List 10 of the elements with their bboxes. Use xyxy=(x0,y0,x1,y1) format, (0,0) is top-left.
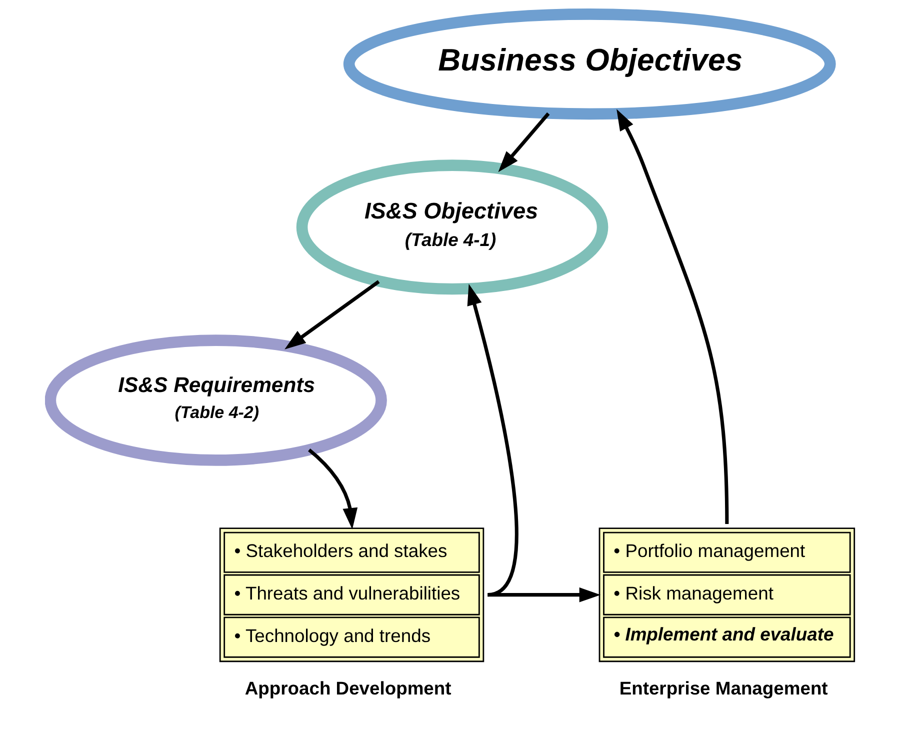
node-label: Approach Development xyxy=(244,677,452,698)
node-ellipse: IS&S Requirements (Table 4-2) xyxy=(45,334,387,466)
arrow xyxy=(616,109,729,524)
node-label: Enterprise Management xyxy=(619,677,828,698)
node-ellipse: Business Objectives xyxy=(343,8,836,120)
node-ellipse: IS&S Objectives (Table 4-1) xyxy=(296,160,608,295)
arrow xyxy=(284,280,380,350)
arrow xyxy=(308,448,358,530)
arrow xyxy=(498,112,550,172)
arrow xyxy=(488,587,601,602)
